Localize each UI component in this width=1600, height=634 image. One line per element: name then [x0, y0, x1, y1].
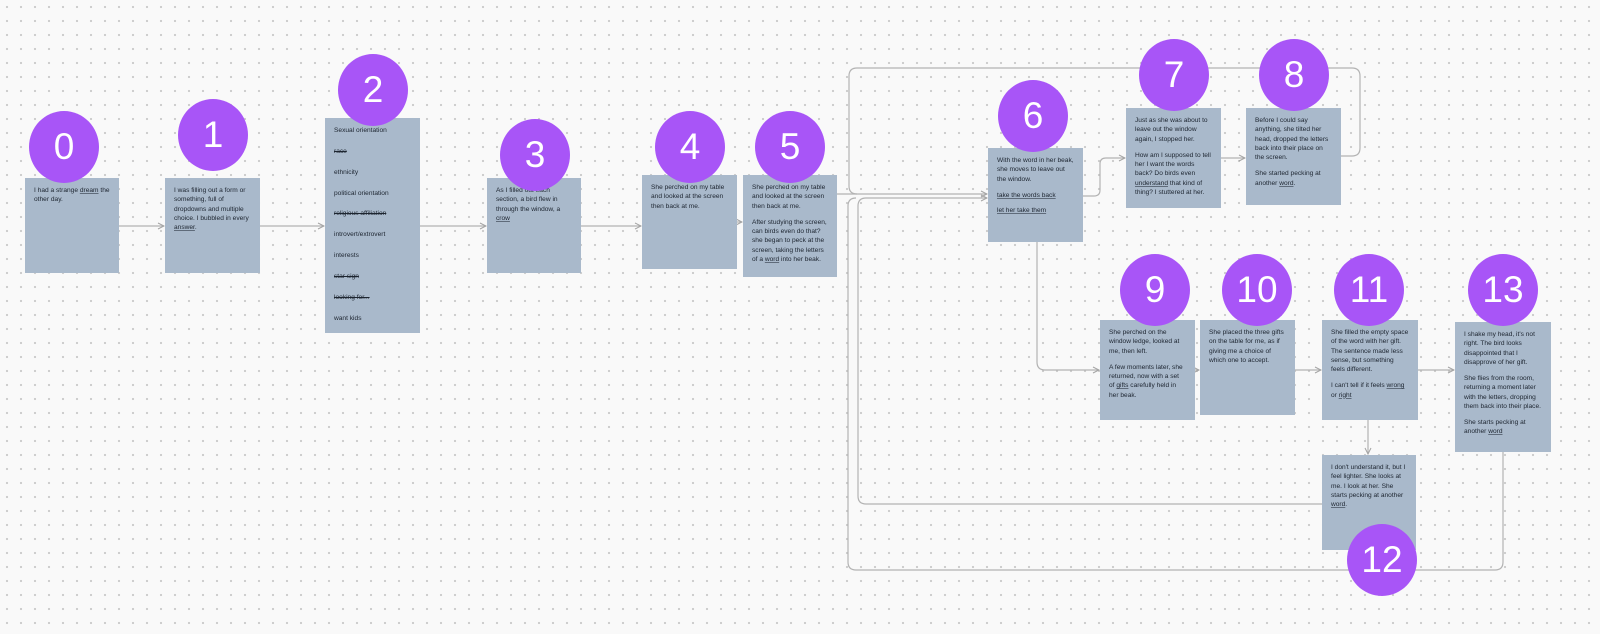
step-badge-11: 11 — [1334, 254, 1404, 326]
text-run: . — [1293, 179, 1296, 187]
word-link[interactable]: crow — [496, 215, 510, 223]
card-text: She placed the three gifts on the table … — [1209, 329, 1284, 365]
text-run: . — [194, 224, 197, 232]
card-text: A few moments later, she returned, now w… — [1109, 363, 1186, 400]
step-badge-7: 7 — [1139, 39, 1209, 111]
card-text: I can't tell if it feels wrong or right — [1331, 381, 1409, 400]
step-badge-0: 0 — [29, 111, 99, 183]
text-run: . — [1345, 501, 1348, 509]
text-run: I was filling out a form or something, f… — [174, 187, 249, 223]
story-card-3[interactable]: As I filled out each section, a bird fle… — [487, 178, 581, 273]
form-item-religious-affiliation: religious affiliation — [334, 210, 387, 218]
step-badge-4: 4 — [655, 111, 725, 183]
text-run: A few moments later, she returned, now w… — [1109, 363, 1183, 390]
story-card-7[interactable]: Just as she was about to leave out the w… — [1126, 108, 1221, 208]
text-run: the other day. — [34, 187, 110, 204]
word-link[interactable]: word — [764, 256, 780, 264]
card-text: How am I supposed to tell her I want the… — [1135, 151, 1212, 198]
text-run: carefully held in her beak. — [1109, 382, 1177, 399]
text-run: I had a strange — [34, 187, 80, 194]
choice-let-her-take-them[interactable]: let her take them — [997, 207, 1047, 215]
connector-6-9 — [1036, 242, 1099, 370]
word-link[interactable]: word — [1279, 179, 1294, 187]
text-run: or — [1331, 391, 1339, 399]
word-link[interactable]: dream — [79, 187, 99, 194]
card-text: After studying the screen, can birds eve… — [752, 218, 828, 265]
story-card-5[interactable]: She perched on my table and looked at th… — [743, 175, 837, 277]
card-text: She perched on my table and looked at th… — [752, 184, 826, 210]
card-text: Just as she was about to leave out the w… — [1135, 117, 1208, 143]
word-link[interactable]: word — [1331, 501, 1346, 509]
card-text: Before I could say anything, she tilted … — [1255, 117, 1329, 162]
word-link[interactable]: gifts — [1116, 382, 1129, 390]
text-run: After studying the screen, can birds eve… — [752, 218, 827, 264]
form-item-ethnicity: ethnicity — [334, 168, 359, 176]
connector-6-7 — [1083, 158, 1125, 197]
step-badge-5: 5 — [755, 111, 825, 183]
story-card-10[interactable]: She placed the three gifts on the table … — [1200, 320, 1295, 415]
step-badge-2: 2 — [338, 54, 408, 126]
card-text: I don't understand it, but I feel lighte… — [1331, 463, 1407, 510]
card-text: She perched on the window ledge, looked … — [1109, 329, 1180, 355]
card-text: She started pecking at another word. — [1255, 169, 1332, 188]
text-run: How am I supposed to tell her I want the… — [1135, 151, 1211, 178]
form-item-introvert-extrovert: introvert/extrovert — [334, 231, 386, 239]
card-text: She perched on my table and looked at th… — [651, 184, 725, 210]
step-badge-10: 10 — [1222, 254, 1292, 326]
card-text: She filled the empty space of the word w… — [1331, 329, 1409, 374]
text-run: that kind of thing? I stuttered at her. — [1135, 179, 1205, 197]
text-run: She starts pecking at another — [1464, 418, 1526, 436]
form-item-race: race — [334, 147, 347, 155]
form-item-political-orientation: political orientation — [334, 189, 389, 197]
story-card-8[interactable]: Before I could say anything, she tilted … — [1246, 108, 1341, 205]
choice-take-words-back[interactable]: take the words back — [997, 191, 1056, 199]
word-link-wrong[interactable]: wrong — [1386, 382, 1405, 390]
step-badge-12: 12 — [1347, 524, 1417, 596]
step-badge-8: 8 — [1259, 39, 1329, 111]
form-item-sexual-orientation: Sexual orientation — [334, 127, 387, 134]
card-text: She starts pecking at another word — [1464, 418, 1542, 437]
form-item-want-kids: want kids — [334, 314, 362, 322]
text-run: I can't tell if it feels — [1331, 382, 1387, 390]
story-card-1[interactable]: I was filling out a form or something, f… — [165, 178, 260, 273]
text-run: I don't understand it, but I feel lighte… — [1331, 464, 1406, 500]
step-badge-9: 9 — [1120, 254, 1190, 326]
text-run: She started pecking at another — [1255, 170, 1321, 187]
story-card-13[interactable]: I shake my head, it's not right. The bir… — [1455, 322, 1551, 452]
story-card-0[interactable]: I had a strange dream the other day. — [25, 178, 119, 273]
word-link[interactable]: understand — [1135, 179, 1168, 187]
card-text: I shake my head, it's not right. The bir… — [1464, 331, 1535, 367]
word-link-right[interactable]: right — [1338, 391, 1352, 399]
story-card-11[interactable]: She filled the empty space of the word w… — [1322, 320, 1418, 420]
step-badge-13: 13 — [1468, 254, 1538, 326]
story-card-6[interactable]: With the word in her beak, she moves to … — [988, 148, 1083, 242]
step-badge-1: 1 — [178, 99, 248, 171]
step-badge-3: 3 — [500, 119, 570, 191]
form-item-looking-for: looking for... — [334, 293, 370, 301]
form-item-interests: interests — [334, 252, 359, 260]
form-item-star-sign: star sign — [334, 273, 359, 281]
text-run: into her beak. — [779, 256, 821, 264]
story-card-2-form-list[interactable]: Sexual orientation race ethnicity politi… — [325, 118, 420, 333]
card-text: I had a strange dream the other day. — [34, 186, 110, 205]
word-link[interactable]: answer — [174, 224, 195, 232]
step-badge-6: 6 — [998, 80, 1068, 152]
text-run: As I filled out each section, a bird fle… — [496, 187, 561, 213]
card-text: As I filled out each section, a bird fle… — [496, 186, 572, 223]
card-text: With the word in her beak, she moves to … — [997, 157, 1074, 183]
story-card-9[interactable]: She perched on the window ledge, looked … — [1100, 320, 1195, 420]
card-text: I was filling out a form or something, f… — [174, 186, 251, 233]
word-link[interactable]: word — [1488, 428, 1503, 436]
card-text: She flies from the room, returning a mom… — [1464, 374, 1541, 411]
story-card-4[interactable]: She perched on my table and looked at th… — [642, 175, 737, 269]
